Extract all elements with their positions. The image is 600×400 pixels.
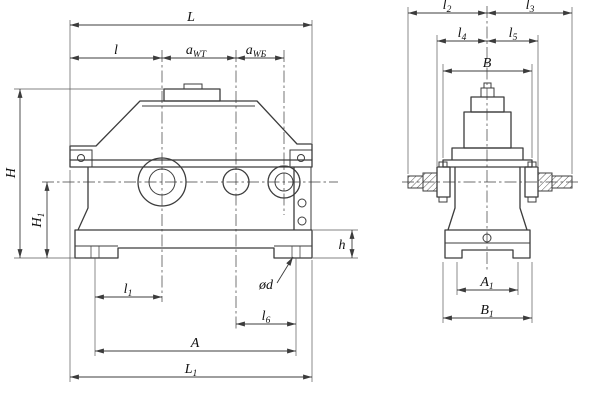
dim-label-l5: l5 [509,26,518,43]
dim-text-sub: 1 [128,289,133,299]
right-shaft-end [551,175,573,189]
intermediate-shaft-bore [222,168,250,196]
bracket-hole-upper [297,198,307,208]
bracket-hole-lower [297,216,307,226]
output-shaft-bore [137,157,187,207]
dim-label-H: H [4,167,19,179]
dim-label-B: B [483,56,492,71]
left-bolt-pad [69,149,93,168]
base-front [74,229,313,259]
side-dimension-lines [408,10,572,321]
left-shaft-end [407,175,424,189]
dim-text-base: l [458,26,462,41]
left-pad-bolt-hole [77,154,85,162]
dim-text-base: H [30,216,45,228]
dim-text-base: l [124,282,128,297]
dim-text-base: B [483,56,492,71]
dim-text-base: a [246,43,253,58]
hole-diameter-leader [276,256,294,284]
input-shaft [274,172,294,192]
dim-text-base: l [526,0,530,13]
dimension-labels: L l aWT aWБ H H1 l1 ød l6 A L1 h l2 l3 l… [4,0,535,379]
front-view [14,20,358,382]
shaft-bores [137,157,301,207]
dim-label-h: h [339,238,346,253]
dim-label-l6: l6 [262,309,271,326]
dim-text-sub: 1 [193,369,198,379]
dim-text-sub: 4 [462,33,467,43]
front-centerlines [42,50,338,329]
housing-flange-side [442,159,533,168]
side-extension-lines [407,7,573,323]
dim-label-awt: aWT [186,43,207,60]
dim-text-base: h [339,238,346,253]
dim-text-base: l [443,0,447,13]
dim-text-base: a [186,43,193,58]
dim-text-base: L [186,10,195,25]
right-pad-bolt-hole [297,154,305,162]
dim-text-sub: 1 [489,282,494,292]
right-bolt-pad [289,149,313,168]
shaft-ends [407,161,573,203]
front-dimension-lines [17,22,355,380]
dim-label-B1: B1 [480,303,493,320]
housing-front-outline [69,83,313,168]
dim-label-H1: H1 [30,213,47,229]
breather-knob [183,83,203,90]
dim-label-l4: l4 [458,26,467,43]
dim-text-sub: WБ [253,50,267,60]
dim-text-base: H [4,167,19,179]
base-side [444,229,531,259]
dim-text-sub: 1 [489,310,494,320]
dim-text-base: ød [258,278,274,293]
dim-text-sub: 1 [37,213,47,218]
housing-side-outline [442,82,533,168]
housing-side-lower [444,167,531,259]
dim-text-sub: 2 [447,5,452,15]
dim-label-A1: A1 [479,275,493,292]
dim-text-sub: 6 [266,316,271,326]
dim-text-base: l [114,43,118,58]
dim-text-sub: 5 [513,33,518,43]
dim-text-base: l [262,309,266,324]
dim-text-sub: WT [193,50,207,60]
dim-label-A: A [190,336,200,351]
dim-label-L: L [186,10,195,25]
inspection-cover [163,88,221,102]
breather [480,87,495,98]
tower-cap [470,96,505,113]
dim-text-base: A [190,336,200,351]
dim-label-awb: aWБ [246,43,267,60]
dim-label-l: l [114,43,118,58]
left-shaft-step [422,172,438,192]
housing-front-lower [74,167,313,259]
base-center-hole [482,233,492,243]
front-extension-lines [14,20,358,382]
bearing-tower [463,111,512,149]
side-centerlines [402,6,578,272]
dim-label-L1: L1 [184,362,198,379]
breather-top [483,82,492,89]
dim-text-base: B [480,303,489,318]
dim-label-l3: l3 [526,0,535,15]
dim-text-base: A [479,275,489,290]
output-shaft [148,168,176,196]
dim-text-base: l [509,26,513,41]
dim-text-base: L [184,362,193,377]
input-shaft-bore [267,165,301,199]
right-shaft-step [537,172,553,192]
dim-text-sub: 3 [529,5,535,15]
housing-flange [69,159,313,168]
dim-label-d: ød [258,278,274,293]
dim-label-l1: l1 [124,282,133,299]
dim-label-l2: l2 [443,0,452,15]
side-view [402,6,578,323]
